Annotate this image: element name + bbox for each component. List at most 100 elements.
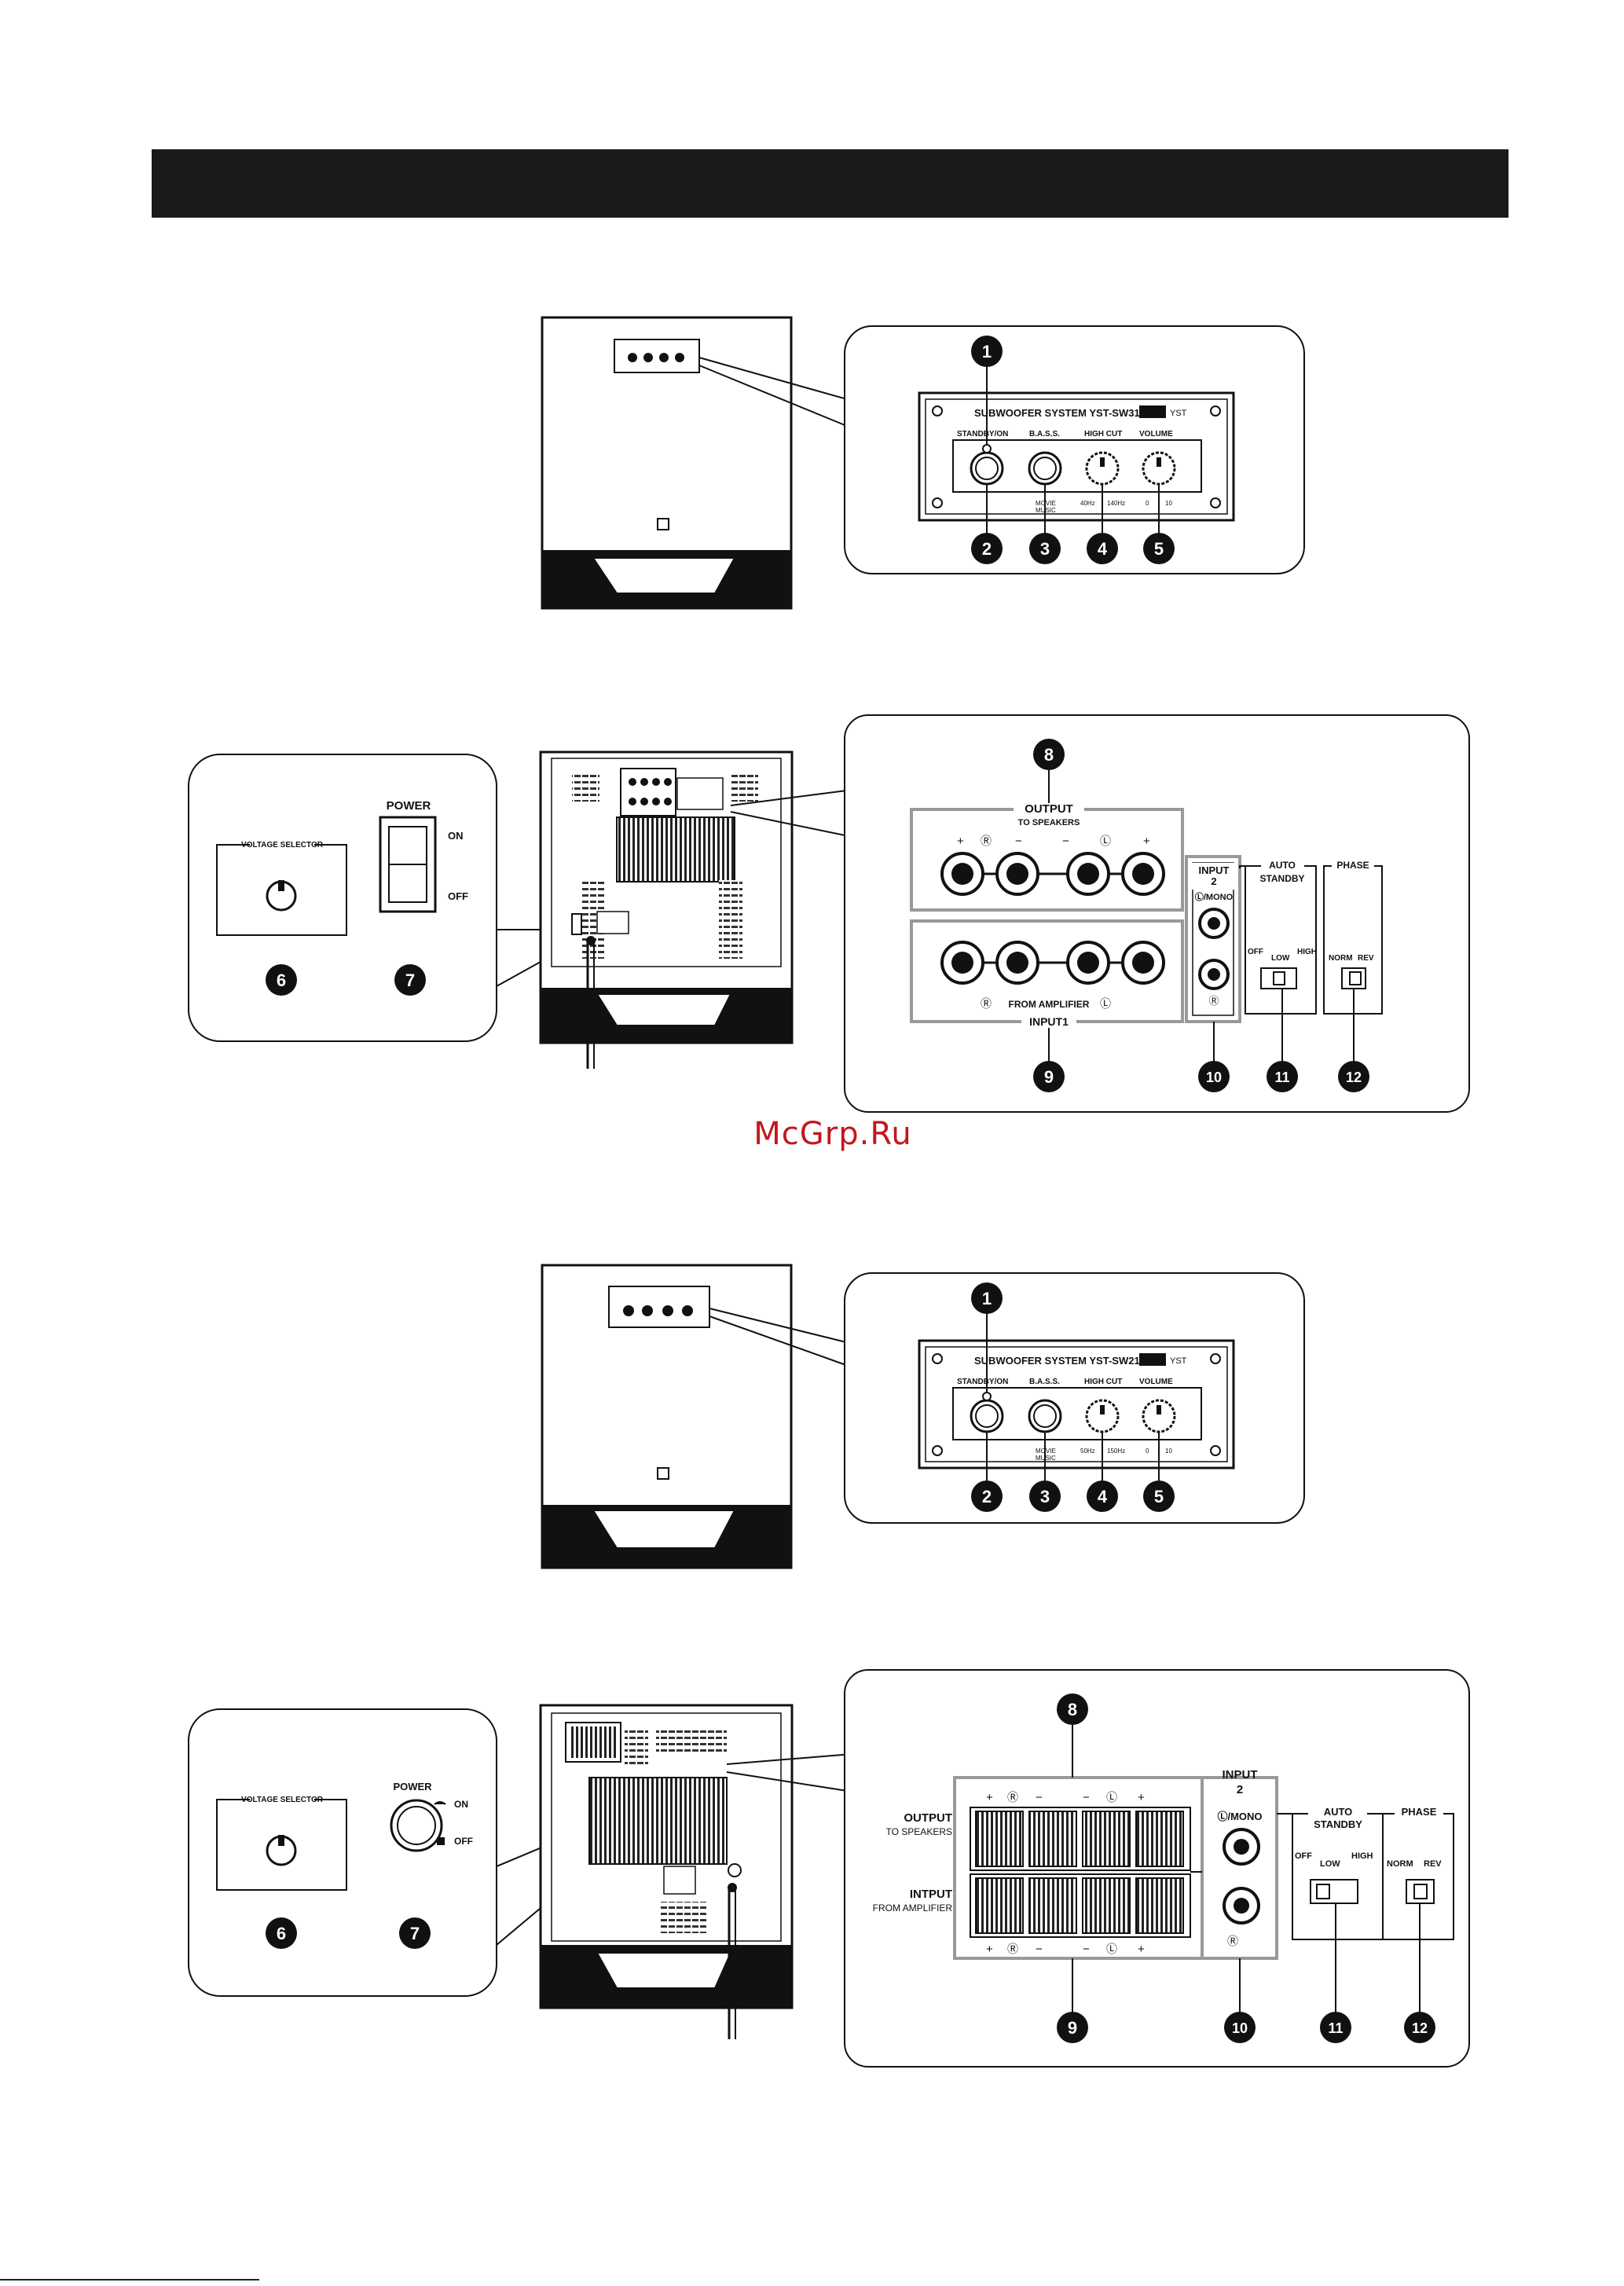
svg-text:2: 2 [982,539,992,559]
sw215-top-minus-l: − [1083,1791,1090,1804]
sw315-l-mono-label: Ⓛ/MONO [1195,891,1234,902]
sw315-out-plus-r: + [957,835,964,848]
callout-11-sw315: 11 [1267,1061,1298,1092]
sw315-highcut-label: HIGH CUT [1084,430,1122,438]
sw215-bot-l: Ⓛ [1106,1943,1117,1955]
sw315-power-label: POWER [387,799,431,813]
svg-text:4: 4 [1098,539,1108,559]
sw315-hc-min: 40Hz [1080,500,1095,507]
sw215-output-label: OUTPUT [904,1811,952,1825]
sw315-auto-label: AUTO [1269,860,1296,871]
callout-4-sw315: 4 [1087,533,1118,564]
sw315-as-off: OFF [1248,948,1263,956]
sw215-input-terminals[interactable] [970,1873,1191,1938]
sw215-phase-label: PHASE [1402,1806,1437,1818]
sw315-input2-r-label: Ⓡ [1208,995,1219,1007]
sw215-power-button[interactable] [390,1799,443,1852]
sw215-bass-label: B.A.S.S. [1029,1378,1060,1386]
sw315-to-speakers-label: TO SPEAKERS [1018,818,1080,827]
sw315-brand-logo: YST [1170,409,1187,418]
sw215-phase-rev: REV [1424,1859,1442,1869]
svg-text:11: 11 [1328,2020,1343,2036]
sw315-standby-label: STANDBY/ON [957,430,1008,438]
sw215-bot-minus-l: − [1083,1943,1090,1956]
svg-text:10: 10 [1232,2020,1248,2036]
sw215-standby-label-2: STANDBY [1314,1818,1362,1830]
sw315-power-inset: VOLTAGE SELECTOR POWER ON OFF [188,754,582,1042]
sw315-rear-unit [539,750,853,1069]
sw215-vol-max: 10 [1165,1448,1172,1455]
svg-text:3: 3 [1040,539,1050,559]
sw315-in-r: Ⓡ [981,997,992,1010]
sw215-to-speakers-label: TO SPEAKERS [886,1826,952,1837]
sw215-power-label: POWER [393,1781,432,1792]
svg-text:6: 6 [277,971,286,990]
sw315-volume-label: VOLUME [1139,430,1173,438]
sw315-input1-label: INPUT1 [1029,1015,1069,1028]
callout-4-sw215: 4 [1087,1481,1118,1512]
svg-text:8: 8 [1068,1700,1077,1719]
sw215-as-high: HIGH [1351,1851,1373,1861]
sw315-power-off: OFF [448,890,468,902]
svg-text:7: 7 [405,971,415,990]
sw315-in-l: Ⓛ [1100,997,1111,1010]
sw215-voltage-selector-label: VOLTAGE SELECTOR [241,1796,324,1804]
svg-text:6: 6 [277,1924,286,1943]
sw315-vol-min: 0 [1146,500,1149,507]
sw315-power-on: ON [448,830,464,842]
svg-text:12: 12 [1412,2020,1428,2036]
sw215-front-unit [541,1264,853,1569]
callout-7-sw215: 7 [399,1917,431,1949]
sw315-input1-terminals[interactable] [940,941,1165,985]
sw315-standby-led [982,444,992,453]
sw215-hc-min: 50Hz [1080,1448,1095,1455]
sw215-hc-max: 150Hz [1107,1448,1125,1455]
sw315-out-minus-r: − [1015,835,1022,848]
sw215-rear-callout-panel: + Ⓡ − − Ⓛ + + Ⓡ − − Ⓛ + OUTPUT TO SPEAKE… [844,1669,1470,2068]
sw315-output-terminals[interactable] [940,852,1165,896]
svg-text:2: 2 [982,1487,992,1506]
sw215-volume-label: VOLUME [1139,1378,1173,1386]
callout-11-sw215: 11 [1320,2012,1351,2043]
callout-10-sw215: 10 [1224,2012,1256,2043]
svg-text:7: 7 [410,1924,420,1943]
sw215-power-off: OFF [454,1836,473,1847]
callout-3-sw315: 3 [1029,533,1061,564]
callout-12-sw215: 12 [1404,2012,1435,2043]
svg-text:1: 1 [982,342,992,361]
sw315-phase-label: PHASE [1336,860,1369,871]
sw315-as-low: LOW [1271,954,1290,963]
callout-3-sw215: 3 [1029,1481,1061,1512]
callout-5-sw215: 5 [1143,1481,1175,1512]
callout-markers: 1 2 3 4 5 6 7 8 9 10 11 12 1 2 3 4 5 6 7… [266,336,1435,2043]
callout-7-sw315: 7 [394,964,426,996]
callout-8-sw315: 8 [1033,739,1065,770]
sw215-bot-plus-r: + [986,1943,993,1956]
sw315-front-unit [541,316,853,610]
watermark-text: McGrp.Ru [753,1116,912,1152]
svg-text:9: 9 [1068,2018,1077,2038]
sw215-as-off: OFF [1295,1851,1312,1861]
sw215-input2-r-label: Ⓡ [1227,1935,1238,1947]
sw215-bot-r: Ⓡ [1007,1943,1018,1955]
sw315-as-high: HIGH [1297,948,1317,956]
sw315-voltage-selector-label: VOLTAGE SELECTOR [241,841,324,849]
sw215-output-terminals[interactable] [970,1807,1191,1871]
sw215-top-plus-l: + [1138,1791,1145,1804]
callout-6-sw215: 6 [266,1917,297,1949]
callout-6-sw315: 6 [266,964,297,996]
sw315-vol-max: 10 [1165,500,1172,507]
sw215-input2-num: 2 [1237,1783,1243,1796]
sw215-top-minus-r: − [1036,1791,1043,1804]
sw215-standby-label: STANDBY/ON [957,1378,1008,1386]
sw315-out-r: Ⓡ [981,835,992,847]
sw215-input2-label: INPUT [1223,1768,1258,1781]
svg-text:5: 5 [1154,539,1164,559]
svg-text:3: 3 [1040,1487,1050,1506]
svg-text:12: 12 [1346,1070,1362,1085]
sw315-out-plus-l: + [1143,835,1150,848]
svg-text:5: 5 [1154,1487,1164,1506]
svg-text:8: 8 [1044,745,1054,765]
svg-text:10: 10 [1206,1070,1222,1085]
